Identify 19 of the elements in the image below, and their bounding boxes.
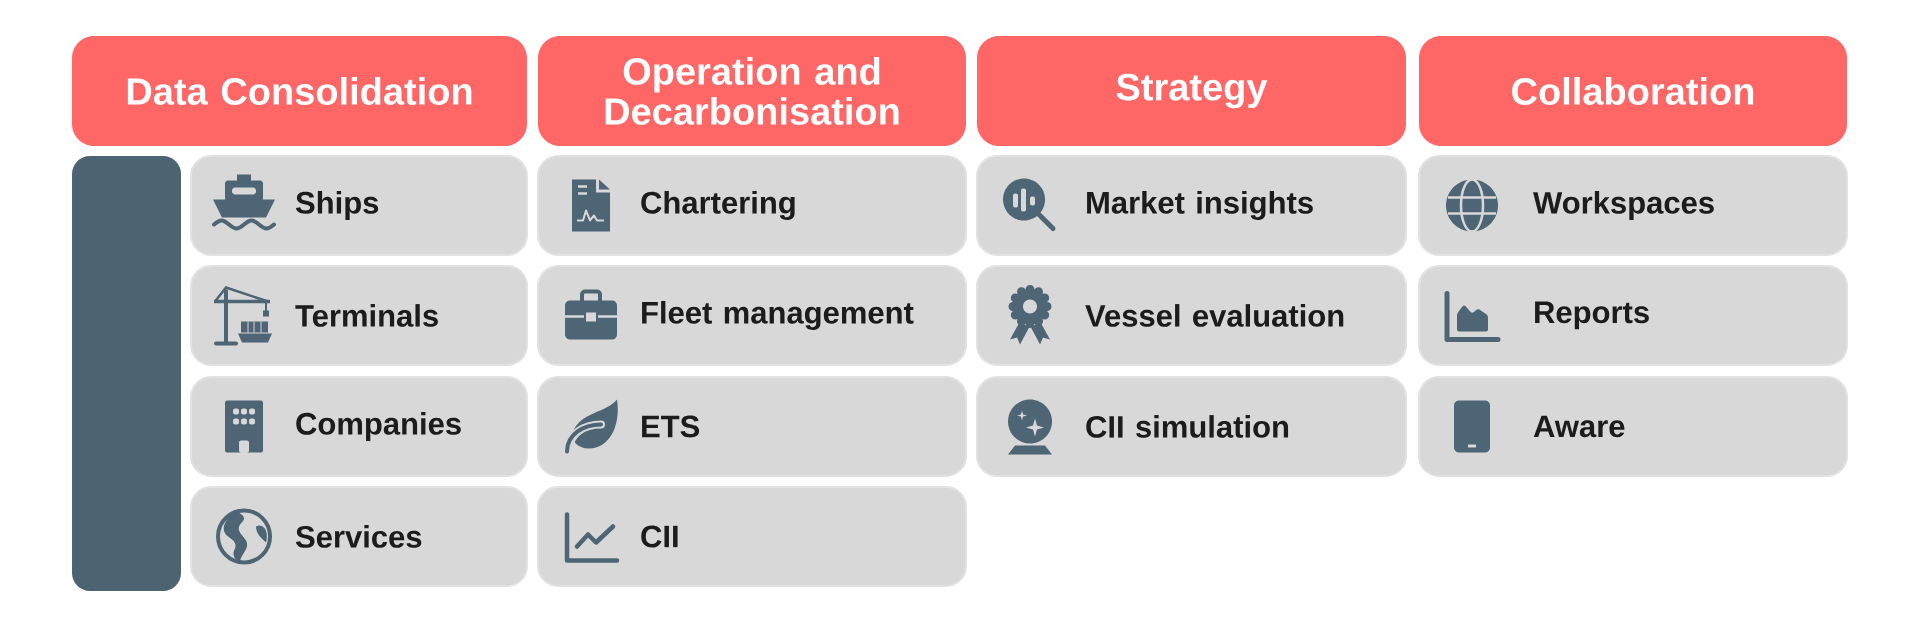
item-box: CII xyxy=(537,486,967,587)
item-box: Market insights xyxy=(976,155,1407,256)
heading-box: Operation and Decarbonisation xyxy=(538,36,966,146)
item-box: CII simulation xyxy=(976,376,1407,477)
item-box: Aware xyxy=(1418,376,1848,477)
item-box: Ships xyxy=(190,155,528,256)
heading-box: Data Consolidation xyxy=(72,36,527,146)
item-box: Terminals xyxy=(190,265,528,366)
item-box: Reports xyxy=(1418,265,1848,366)
vertical-band xyxy=(72,156,181,591)
item-box: Workspaces xyxy=(1418,155,1848,256)
item-box: ETS xyxy=(537,376,967,477)
heading-box: Collaboration xyxy=(1419,36,1847,146)
item-box: Vessel evaluation xyxy=(976,265,1407,366)
item-box: Fleet management xyxy=(537,265,967,366)
item-box: Services xyxy=(190,486,528,587)
item-box: Chartering xyxy=(537,155,967,256)
item-box: Companies xyxy=(190,376,528,477)
heading-box: Strategy xyxy=(977,36,1406,146)
